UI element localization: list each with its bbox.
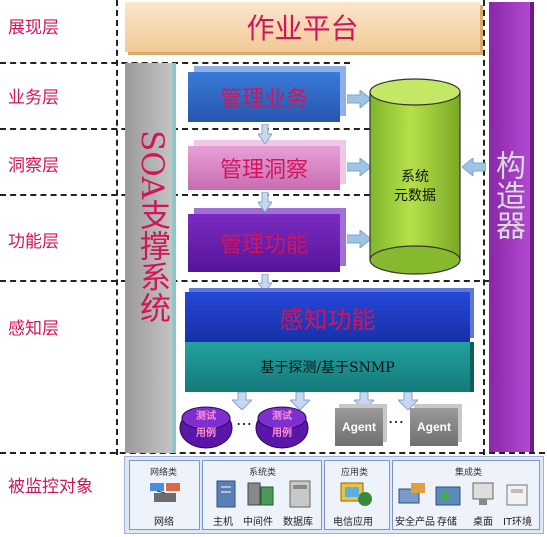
integration-group: 集成类 安全产品 存储 桌面 IT环境 [392,460,540,530]
divider-1 [0,62,350,64]
probe-snmp-label: 基于探测/基于SNMP [260,360,395,376]
arrow-insight-to-metadata [347,158,371,176]
agent-1-block: Agent [335,408,383,446]
test-case-2-line2: 用例 [272,428,292,439]
layer-label-insight: 洞察层 [8,156,59,176]
arrow-to-agent-2 [398,392,418,410]
middleware-icon [247,482,274,506]
system-group: 系统类 主机 中间件 数据库 [202,460,322,530]
probe-ellipsis-2: … [388,408,404,427]
middleware-item-label: 中间件 [243,517,273,528]
layer-label-presentation: 展现层 [8,18,59,38]
soa-support-label: SOA支撑系统 [134,130,170,324]
manage-function-label: 管理功能 [219,233,308,258]
arrow-to-test-case-1 [232,392,252,410]
layer-label-monitored: 被监控对象 [8,477,93,497]
manage-business-block: 管理业务 [188,72,340,122]
test-case-1-line2: 用例 [196,428,216,439]
manage-insight-label: 管理洞察 [219,158,308,183]
desktop-icon [472,482,494,505]
arrow-down-3 [258,274,272,292]
host-icon [216,480,236,508]
divider-vertical-left [116,0,118,455]
divider-vertical-right [483,0,485,455]
divider-4 [0,280,490,282]
arrow-business-to-metadata [347,90,371,108]
work-platform-block: 作业平台 [125,2,480,52]
arrow-down-1 [258,124,272,144]
layer-label-business: 业务层 [8,88,59,108]
arrow-down-2 [258,192,272,212]
metadata-label-line1: 系统 [401,169,429,185]
system-group-title: 系统类 [249,468,277,478]
telecom-app-icon [340,482,372,506]
arrow-constructor-to-metadata [462,158,486,176]
storage-item-label: 存储 [437,517,457,528]
telecom-app-item-label: 电信应用 [333,517,373,528]
test-case-1-shape [179,406,233,449]
divider-3 [0,194,370,196]
soa-support-block [125,63,172,453]
arrow-to-test-case-2 [290,392,310,410]
test-case-2-shape [255,406,309,449]
agent-2-label: Agent [417,420,451,434]
layer-label-function: 功能层 [8,232,59,252]
network-item-label: 网络 [154,517,174,528]
manage-function-block: 管理功能 [188,214,340,272]
divider-5 [0,452,545,454]
arrow-to-agent-1 [354,392,374,410]
network-group: 网络类 网络 [129,460,200,530]
layer-label-perception: 感知层 [8,319,59,339]
constructor-label: 构造器 [490,150,525,240]
security-product-icon [398,483,425,504]
database-icon [289,480,311,508]
security-product-item-label: 安全产品 [395,517,435,528]
divider-2 [0,128,370,130]
probe-snmp-block: 基于探测/基于SNMP [185,342,470,392]
perception-function-block: 感知功能 [185,292,470,342]
perception-function-label: 感知功能 [279,305,376,334]
agent-1-label: Agent [342,420,376,434]
probe-ellipsis-1: … [236,410,252,429]
agent-2-block: Agent [410,408,458,446]
it-environment-item-label: IT环境 [503,517,533,528]
manage-insight-block: 管理洞察 [188,146,340,190]
test-case-1-line1: 测试 [196,411,216,422]
network-icon [150,483,180,502]
host-item-label: 主机 [213,517,233,528]
integration-group-title: 集成类 [455,468,483,478]
app-group-title: 应用类 [341,468,369,478]
app-group: 应用类 电信应用 [324,460,390,530]
it-environment-icon [506,484,528,506]
test-case-2-line1: 测试 [272,411,292,422]
storage-icon [435,486,461,506]
network-group-title: 网络类 [150,468,178,478]
metadata-label-line2: 元数据 [394,188,436,204]
arrow-function-to-metadata [347,230,371,248]
work-platform-label: 作业平台 [246,12,359,45]
constructor-block [489,2,530,452]
metadata-cylinder [369,78,461,275]
database-item-label: 数据库 [283,517,313,528]
desktop-item-label: 桌面 [473,517,493,528]
manage-business-label: 管理业务 [219,87,308,112]
